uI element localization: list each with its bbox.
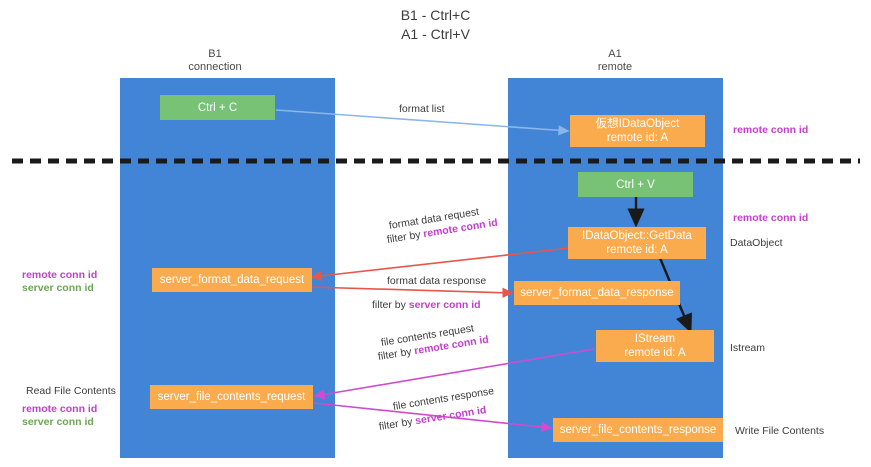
node-server-file-contents-response-label: server_file_contents_response [559,424,717,436]
annotation-left-server-conn-id-2: server conn id [22,416,94,428]
node-server-format-data-request-label: server_format_data_request [159,274,305,286]
node-ctrl-c[interactable]: Ctrl + C [160,95,275,120]
node-server-format-data-response[interactable]: server_format_data_response [514,281,680,305]
edge-label-format-data-response: format data response [387,275,487,287]
page-title-line1: B1 - Ctrl+C [400,7,471,23]
node-istream[interactable]: IStream remote id: A [596,330,714,362]
lane-header-a1-role: remote [597,61,633,73]
lane-header-b1-role: connection [188,61,242,73]
node-virtual-idataobject[interactable]: 仮想IDataObject remote id: A [570,115,705,147]
node-ctrl-v[interactable]: Ctrl + V [578,172,693,197]
annotation-left-read-file-contents: Read File Contents [26,385,116,397]
node-idataobject-getdata[interactable]: IDataObject::GetData remote id: A [568,227,706,259]
annotation-left-server-conn-id: server conn id [22,282,94,294]
annotation-left-remote-conn-id-2: remote conn id [22,403,98,415]
annotation-right-istream: Istream [730,342,766,354]
filter-prefix: filter by [378,415,417,433]
node-server-file-contents-response[interactable]: server_file_contents_response [553,418,723,442]
annotation-right-remote-conn-id-top: remote conn id [733,124,809,136]
node-ctrl-c-label: Ctrl + C [197,101,238,114]
node-virtual-idataobject-line2: remote id: A [606,132,669,144]
filter-key-server-conn-id: server conn id [408,299,481,311]
node-server-format-data-response-label: server_format_data_response [520,287,674,299]
page-title-line2: A1 - Ctrl+V [401,26,470,42]
node-istream-line1: IStream [634,333,676,345]
node-idataobject-getdata-line2: remote id: A [606,244,668,256]
annotation-right-dataobject: DataObject [730,237,783,249]
lane-header-b1-name: B1 [208,48,222,60]
node-idataobject-getdata-line1: IDataObject::GetData [582,230,692,242]
node-server-file-contents-request[interactable]: server_file_contents_request [150,385,313,409]
node-virtual-idataobject-line1: 仮想IDataObject [595,118,680,130]
node-ctrl-v-label: Ctrl + V [616,178,655,191]
annotation-right-write-file-contents: Write File Contents [735,425,825,437]
node-server-file-contents-request-label: server_file_contents_request [157,391,306,403]
annotation-left-remote-conn-id: remote conn id [22,269,98,281]
filter-prefix: filter by [372,299,409,311]
edge-label-format-list: format list [399,103,445,115]
node-istream-line2: remote id: A [624,347,686,359]
annotation-right-remote-conn-id-mid: remote conn id [733,212,809,224]
lane-header-a1-name: A1 [608,48,622,60]
node-server-format-data-request[interactable]: server_format_data_request [152,268,312,292]
edge-label-format-data-response-filter: filter by server conn id [372,298,481,312]
